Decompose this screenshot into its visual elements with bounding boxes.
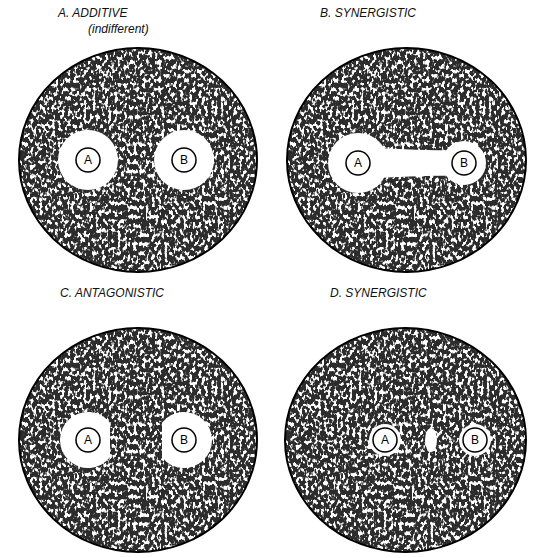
agar-lawn [285,328,526,552]
dish-heading: C. ANTAGONISTIC [60,286,164,300]
antibiotic-disc: B [462,427,488,453]
dish-heading: B. SYNERGISTIC [320,6,416,20]
inhibition-zone [425,428,437,452]
disc-letter: B [471,433,479,447]
petri-dish: A. ADDITIVE(indifferent)AB [18,47,258,273]
agar-lawn [19,328,257,552]
inhibition-zone [58,130,118,190]
dish-heading: A. ADDITIVE [58,6,128,20]
disc-circle [172,428,196,452]
dish-heading: D. SYNERGISTIC [330,286,427,300]
disc-circle [463,428,487,452]
petri-dish: B. SYNERGISTICAB [286,47,527,273]
dish-heading: (indifferent) [88,22,149,36]
disc-circle [452,151,476,175]
bacterial-growth [287,48,526,272]
disc-circle [346,151,370,175]
disc-circle [373,428,397,452]
inhibition-zone [459,424,491,456]
petri-dish: D. SYNERGISTICAB [284,327,527,553]
dish-rim [287,48,526,272]
disc-letter: A [84,433,92,447]
petri-dish-outline [286,47,527,273]
agar-lawn [19,48,257,272]
petri-dish-outline [18,327,258,553]
disc-letter: A [381,433,389,447]
antibiotic-disc: B [451,150,477,176]
petri-dish-outline [18,47,258,273]
bacterial-growth [19,48,257,272]
inhibition-zone [154,130,214,190]
disc-letter: A [84,153,92,167]
disc-circle [172,148,196,172]
disc-letter: A [354,156,362,170]
agar-lawn [287,48,526,272]
disc-circle [76,428,100,452]
antibiotic-disc: A [345,150,371,176]
disc-letter: B [180,433,188,447]
dish-rim [19,48,257,272]
petri-dish-outline [284,327,527,553]
bacterial-growth [285,328,526,552]
inhibition-zone [369,424,401,456]
bacterial-growth [19,328,257,552]
antibiotic-disc: A [75,147,101,173]
disc-circle [76,148,100,172]
disc-letter: B [180,153,188,167]
inhibition-zone [442,141,486,185]
dish-rim [285,328,526,552]
antibiotic-disc: B [171,427,197,453]
antibiotic-disc: A [372,427,398,453]
inhibition-zone [162,412,212,468]
antibiotic-disc: B [171,147,197,173]
antibiotic-disc: A [75,427,101,453]
inhibition-zone [60,412,110,468]
disc-letter: B [460,156,468,170]
petri-dish: C. ANTAGONISTICAB [18,327,258,553]
dish-rim [19,328,257,552]
